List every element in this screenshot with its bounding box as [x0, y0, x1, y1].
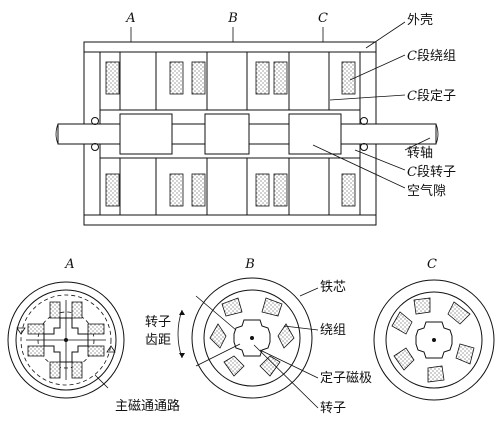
cross-section-b [191, 277, 313, 399]
stator-pole-label: 定子磁极 [320, 371, 372, 386]
top-leaders [312, 21, 431, 189]
windings-bottom [105, 173, 356, 207]
rotor-segments [119, 113, 342, 155]
cross-section-label-c: C [427, 257, 437, 272]
cross-section-label-b: B [244, 257, 255, 272]
stator-segments-top [119, 51, 330, 111]
windings-top [105, 61, 356, 95]
c-stator-label: C段定子 [407, 89, 456, 104]
section-b-windings [209, 297, 295, 377]
winding-label: 绕组 [320, 323, 346, 338]
main-flux-path-label: 主磁通通路 [115, 398, 180, 414]
section-a-windings [27, 301, 105, 379]
section-label-c: C [318, 11, 328, 26]
air-gap-label: 空气隙 [407, 183, 446, 199]
section-c-windings [391, 297, 475, 383]
section-label-a: A [125, 11, 135, 26]
c-rotor-label: C段转子 [407, 165, 456, 180]
main-flux-leader [94, 374, 109, 389]
rotor-pitch-label-line2: 齿距 [145, 333, 171, 348]
section-label-b: B [227, 11, 238, 26]
shaft-label: 转轴 [407, 146, 433, 161]
rotor-label: 转子 [320, 401, 346, 416]
cross-section-c [373, 279, 495, 401]
section-b-leaders [177, 287, 319, 409]
longitudinal-view: A B C [55, 11, 456, 226]
housing-label: 外壳 [407, 13, 433, 28]
bearings [91, 117, 368, 151]
c-winding-label: C段绕组 [407, 49, 456, 64]
stator-segments-bottom [119, 157, 330, 216]
rotor-pitch-label-line1: 转子 [145, 315, 171, 330]
cross-section-a [7, 281, 125, 399]
cross-section-label-a: A [64, 257, 74, 272]
iron-core-label: 铁芯 [320, 280, 346, 295]
